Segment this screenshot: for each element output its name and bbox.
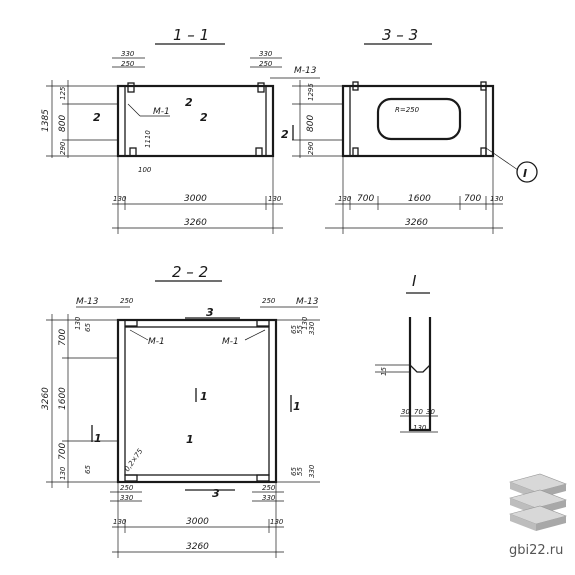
mark-2-top: 2	[185, 96, 193, 109]
node-dim-30-left: 30	[401, 408, 410, 416]
dim-2-2-130-left: 130	[113, 518, 127, 526]
section-3-3-title: 3 – 3	[382, 26, 418, 44]
dim-2-2-3000: 3000	[186, 517, 209, 527]
dim-2-2-r-330-top: 330	[308, 321, 316, 335]
dim-2-2-r-65-top: 65	[290, 325, 298, 334]
dim-1-1-330-right: 330	[259, 50, 273, 58]
mark-m13-1-1: M-13	[294, 66, 317, 76]
node-mark-I: I	[523, 167, 527, 180]
dim-2-2-b-330-right: 330	[262, 494, 276, 502]
label-1110: 1110	[144, 130, 152, 148]
dim-1-1-3260: 3260	[184, 218, 207, 228]
dim-1-1-250: 250	[121, 60, 135, 68]
dim-2-2-r-130: 130	[301, 316, 309, 330]
dim-2-2-700-top: 700	[58, 329, 68, 346]
dim-2-2-3260: 3260	[186, 542, 209, 552]
dim-3-3-290: 290	[307, 141, 315, 155]
node-dim-130: 130	[413, 424, 427, 432]
chamfer-note: 0,2×75	[123, 447, 145, 473]
section-2-2-title: 2 – 2	[172, 263, 208, 281]
mark-1-left: 1	[94, 432, 102, 445]
mark-1-center: 1	[200, 390, 208, 403]
dim-2-2-b-330-left: 330	[120, 494, 134, 502]
dim-2-2-65-top: 65	[84, 323, 92, 332]
dim-3-3-1295: 1295	[307, 83, 315, 101]
dim-2-2-3260: 3260	[41, 387, 51, 410]
dim-2-2-b-250-left: 250	[120, 484, 134, 492]
mark-2-right: 2	[200, 111, 208, 124]
dim-2-2-130-right: 130	[270, 518, 284, 526]
dim-3-3-130-left: 130	[338, 195, 352, 203]
dim-1-1-290: 290	[59, 141, 67, 155]
mark-2-left: 2	[93, 111, 101, 124]
dim-3-3-1600: 1600	[408, 194, 431, 204]
node-detail-I: I 15 30 70 30 130	[375, 272, 438, 433]
dim-2-2-r-65-bottom: 65	[290, 467, 298, 476]
dim-2-2-r-55-top: 55	[296, 325, 304, 334]
dim-250-tr: 250	[262, 297, 276, 305]
dim-1-1-130-left: 130	[113, 195, 127, 203]
mark-m13-right: M-13	[296, 297, 319, 307]
dim-2-2-130-top: 130	[74, 316, 82, 330]
section-3-3: 3 – 3 R=250 1295 800 290 2 I	[281, 26, 538, 234]
label-m1-1-1: M-1	[153, 107, 170, 117]
mark-2-3-3: 2	[281, 128, 289, 141]
opening-radius: R=250	[395, 106, 420, 114]
dim-1-1-800: 800	[58, 115, 68, 132]
dim-3-3-700-right: 700	[464, 194, 481, 204]
mark-m1-right: M-1	[222, 337, 239, 347]
node-dim-15: 15	[380, 367, 388, 376]
dim-3-3-700-left: 700	[357, 194, 374, 204]
node-dim-70: 70	[414, 408, 423, 416]
watermark-text[interactable]: gbi22.ru	[509, 543, 564, 558]
dim-2-2-700-bottom: 700	[58, 443, 68, 460]
dim-2-2-1600: 1600	[58, 387, 68, 410]
section-2-2: 2 – 2 3 3 1 1 1 1 M-13 M-13 250 250 M-1 …	[41, 263, 320, 558]
dim-1-1-1385: 1385	[41, 109, 51, 132]
mark-m13-left: M-13	[76, 297, 99, 307]
node-dim-30-right: 30	[426, 408, 435, 416]
dim-2-2-130-bottom: 130	[59, 466, 67, 480]
dim-250-tl: 250	[120, 297, 134, 305]
stacked-slabs-icon	[509, 473, 567, 531]
node-I-title: I	[412, 272, 417, 290]
dim-1-1-330: 330	[121, 50, 135, 58]
mark-3-bottom: 3	[212, 487, 220, 500]
dim-2-2-b-250-right: 250	[262, 484, 276, 492]
section-1-1-title: 1 – 1	[173, 26, 209, 44]
dim-1-1-3000: 3000	[184, 194, 207, 204]
dim-1-1-125: 125	[59, 86, 67, 100]
label-100: 100	[138, 166, 152, 174]
dim-1-1-130-right: 130	[268, 195, 282, 203]
mark-m1-left: M-1	[148, 337, 165, 347]
mark-1-right: 1	[293, 400, 301, 413]
dim-1-1-250-right: 250	[259, 60, 273, 68]
dim-3-3-130-right: 130	[490, 195, 504, 203]
dim-2-2-r-55-bottom: 55	[296, 467, 304, 476]
mark-3-top: 3	[206, 306, 214, 319]
dim-2-2-65-bottom: 65	[84, 465, 92, 474]
dim-2-2-r-330-bottom: 330	[308, 464, 316, 478]
section-1-1: 1 – 1 330 250 330 250 M-13 1385 125 800 …	[41, 26, 320, 234]
dim-3-3-3260: 3260	[405, 218, 428, 228]
mark-1-lower: 1	[186, 433, 194, 446]
dim-3-3-800: 800	[306, 115, 316, 132]
